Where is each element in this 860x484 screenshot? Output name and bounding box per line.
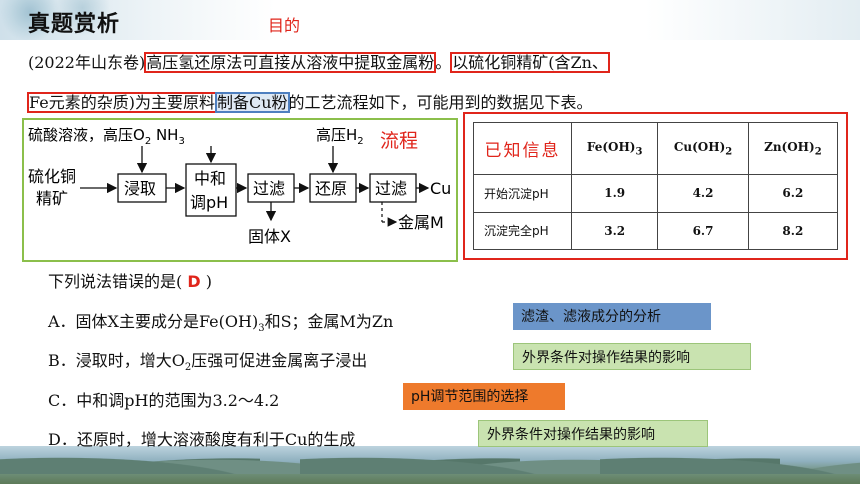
- answer-letter: D: [187, 272, 201, 291]
- highlight-product: 制备Cu粉: [214, 92, 290, 113]
- metal-m-label: 金属M: [398, 213, 444, 232]
- table-row: 开始沉淀pH 1.9 4.2 6.2: [473, 174, 839, 213]
- question-prefix: 下列说法错误的是(: [48, 272, 183, 291]
- option-c: C．中和调pH的范围为3.2～4.2: [48, 391, 280, 410]
- footer-landscape: [0, 446, 860, 484]
- step-neutralize-1: 中和: [194, 169, 226, 188]
- box-reduce: [309, 173, 357, 203]
- table-row: 沉淀完全pH 3.2 6.7 8.2: [473, 211, 839, 251]
- tag-residue-analysis: 滤渣、滤液成分的分析: [513, 303, 711, 330]
- reagent-left-label: 硫酸溶液，高压O2 NH3: [28, 126, 185, 147]
- highlight-method: 高压氢还原法可直接从溶液中提取金属粉: [144, 52, 437, 73]
- col-header: Zn(OH)2: [747, 121, 839, 176]
- table-header-row: 已知信息 Fe(OH)3 Cu(OH)2 Zn(OH)2: [473, 121, 839, 176]
- step-neutralize-2: 调pH: [190, 193, 228, 212]
- row-label: 沉淀完全pH: [473, 211, 572, 251]
- tag-conditions-b: 外界条件对操作结果的影响: [513, 343, 751, 370]
- option-a: A．固体X主要成分是Fe(OH)3和S；金属M为Zn: [48, 312, 394, 335]
- reagent-h2-label: 高压H2: [316, 126, 364, 147]
- highlight-material-2: Fe元素的杂质)为主要原料: [27, 92, 217, 113]
- option-b: B．浸取时，增大O2压强可促进金属离子浸出: [48, 351, 368, 374]
- table-cell: 8.2: [747, 211, 839, 251]
- flowchart-svg: 硫酸溶液，高压O2 NH3 高压H2 硫化铜 精矿 浸取 中和 调pH 过滤 固…: [28, 126, 451, 246]
- col-header: Fe(OH)3: [570, 121, 659, 176]
- punctuation: 。: [435, 53, 452, 72]
- problem-paragraph: (2022年山东卷)高压氢还原法可直接从溶液中提取金属粉。以硫化铜精矿(含Zn、…: [27, 43, 848, 123]
- tag-conditions-d: 外界条件对操作结果的影响: [478, 420, 708, 447]
- question-suffix: ): [205, 272, 212, 291]
- feed-label-1: 硫化铜: [28, 167, 76, 186]
- step-reduce: 还原: [315, 179, 347, 198]
- option-d: D．还原时，增大溶液酸度有利于Cu的生成: [48, 430, 356, 449]
- process-flowchart: 硫酸溶液，高压O2 NH3 高压H2 硫化铜 精矿 浸取 中和 调pH 过滤 固…: [22, 118, 458, 262]
- col-header: Cu(OH)2: [657, 121, 749, 176]
- row-label: 开始沉淀pH: [473, 174, 572, 213]
- known-data-table: 已知信息 Fe(OH)3 Cu(OH)2 Zn(OH)2 开始沉淀pH 1.9 …: [463, 112, 848, 260]
- paragraph-tail: 的工艺流程如下，可能用到的数据见下表。: [288, 93, 593, 112]
- box-neutralize: [185, 163, 237, 217]
- table-cell: 3.2: [570, 211, 659, 251]
- box-leach: [117, 173, 167, 203]
- product-cu-label: Cu: [430, 179, 451, 198]
- table-cell: 1.9: [570, 174, 659, 213]
- annotation-purpose: 目的: [268, 16, 301, 35]
- step-leach: 浸取: [124, 179, 156, 198]
- data-table: 已知信息 Fe(OH)3 Cu(OH)2 Zn(OH)2 开始沉淀pH 1.9 …: [473, 121, 839, 251]
- highlight-material-1: 以硫化铜精矿(含Zn、: [450, 52, 610, 73]
- solid-x-label: 固体X: [248, 227, 291, 246]
- tag-ph-range: pH调节范围的选择: [403, 383, 565, 410]
- question-stem: 下列说法错误的是( D ): [48, 268, 212, 292]
- step-filter-1: 过滤: [253, 179, 285, 198]
- annotation-flow: 流程: [380, 130, 419, 152]
- feed-label-2: 精矿: [36, 189, 68, 208]
- table-cell: 6.2: [747, 174, 839, 213]
- hills-decoration: [0, 452, 860, 474]
- step-filter-2: 过滤: [375, 179, 407, 198]
- header-background: [0, 0, 860, 40]
- table-cell: 6.7: [657, 211, 749, 251]
- table-header-label: 已知信息: [473, 121, 572, 176]
- problem-source: (2022年山东卷): [28, 53, 146, 72]
- tree-decoration: [0, 0, 150, 40]
- slide-title: 真题赏析: [28, 12, 121, 37]
- table-cell: 4.2: [657, 174, 749, 213]
